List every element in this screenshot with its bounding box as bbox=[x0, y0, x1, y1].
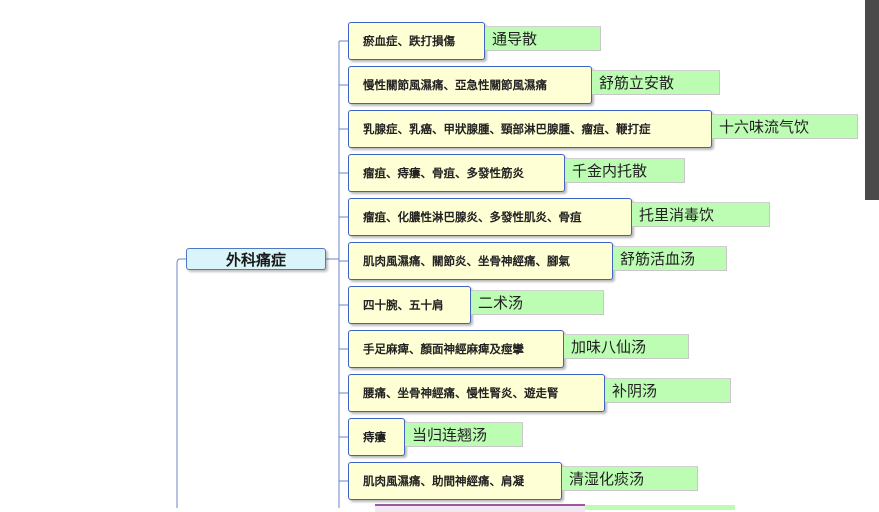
symptom-node[interactable]: 瘤疽、痔瘻、骨疽、多發性筋炎 bbox=[348, 154, 565, 192]
symptom-node[interactable]: 瘤疽、化膿性淋巴腺炎、多發性肌炎、骨疽 bbox=[348, 198, 632, 236]
symptom-node[interactable]: 腰痛、坐骨神經痛、慢性腎炎、遊走腎 bbox=[348, 374, 605, 412]
remedy-label[interactable]: 二术汤 bbox=[471, 290, 604, 315]
symptom-node[interactable]: 四十腕、五十肩 bbox=[348, 286, 471, 324]
symptom-node[interactable]: 乳腺症、乳癌、甲狀腺腫、頸部淋巴腺腫、瘤疽、鞭打症 bbox=[348, 110, 712, 148]
symptom-node[interactable]: 慢性關節風濕痛、亞急性關節風濕痛 bbox=[348, 66, 592, 104]
scrollbar-thumb[interactable] bbox=[865, 0, 879, 200]
remedy-label[interactable]: 清湿化痰汤 bbox=[562, 466, 698, 491]
partial-node-cut-off bbox=[375, 504, 585, 512]
remedy-label[interactable]: 托里消毒饮 bbox=[632, 202, 770, 227]
remedy-label[interactable]: 加味八仙汤 bbox=[564, 334, 689, 359]
symptom-node[interactable]: 手足麻痺、顏面神經麻痺及痙攣 bbox=[348, 330, 564, 368]
symptom-node[interactable]: 肌肉風濕痛、關節炎、坐骨神經痛、腳氣 bbox=[348, 242, 613, 280]
symptom-node[interactable]: 痔瘻 bbox=[348, 418, 405, 456]
symptom-node[interactable]: 瘀血症、跌打損傷 bbox=[348, 22, 485, 60]
root-node-label: 外科痛症 bbox=[225, 250, 286, 269]
remedy-label[interactable]: 十六味流气饮 bbox=[712, 114, 858, 139]
root-node[interactable]: 外科痛症 bbox=[186, 248, 326, 270]
remedy-label[interactable]: 舒筋立安散 bbox=[592, 70, 720, 95]
root-trunk-line bbox=[176, 258, 186, 508]
remedy-label[interactable]: 通导散 bbox=[485, 26, 601, 51]
remedy-label[interactable]: 千金内托散 bbox=[565, 158, 685, 183]
remedy-label[interactable]: 当归连翘汤 bbox=[405, 422, 523, 447]
symptom-node[interactable]: 肌肉風濕痛、助間神經痛、肩凝 bbox=[348, 462, 562, 500]
remedy-label[interactable]: 舒筋活血汤 bbox=[613, 246, 727, 271]
remedy-label[interactable]: 补阴汤 bbox=[605, 378, 731, 403]
